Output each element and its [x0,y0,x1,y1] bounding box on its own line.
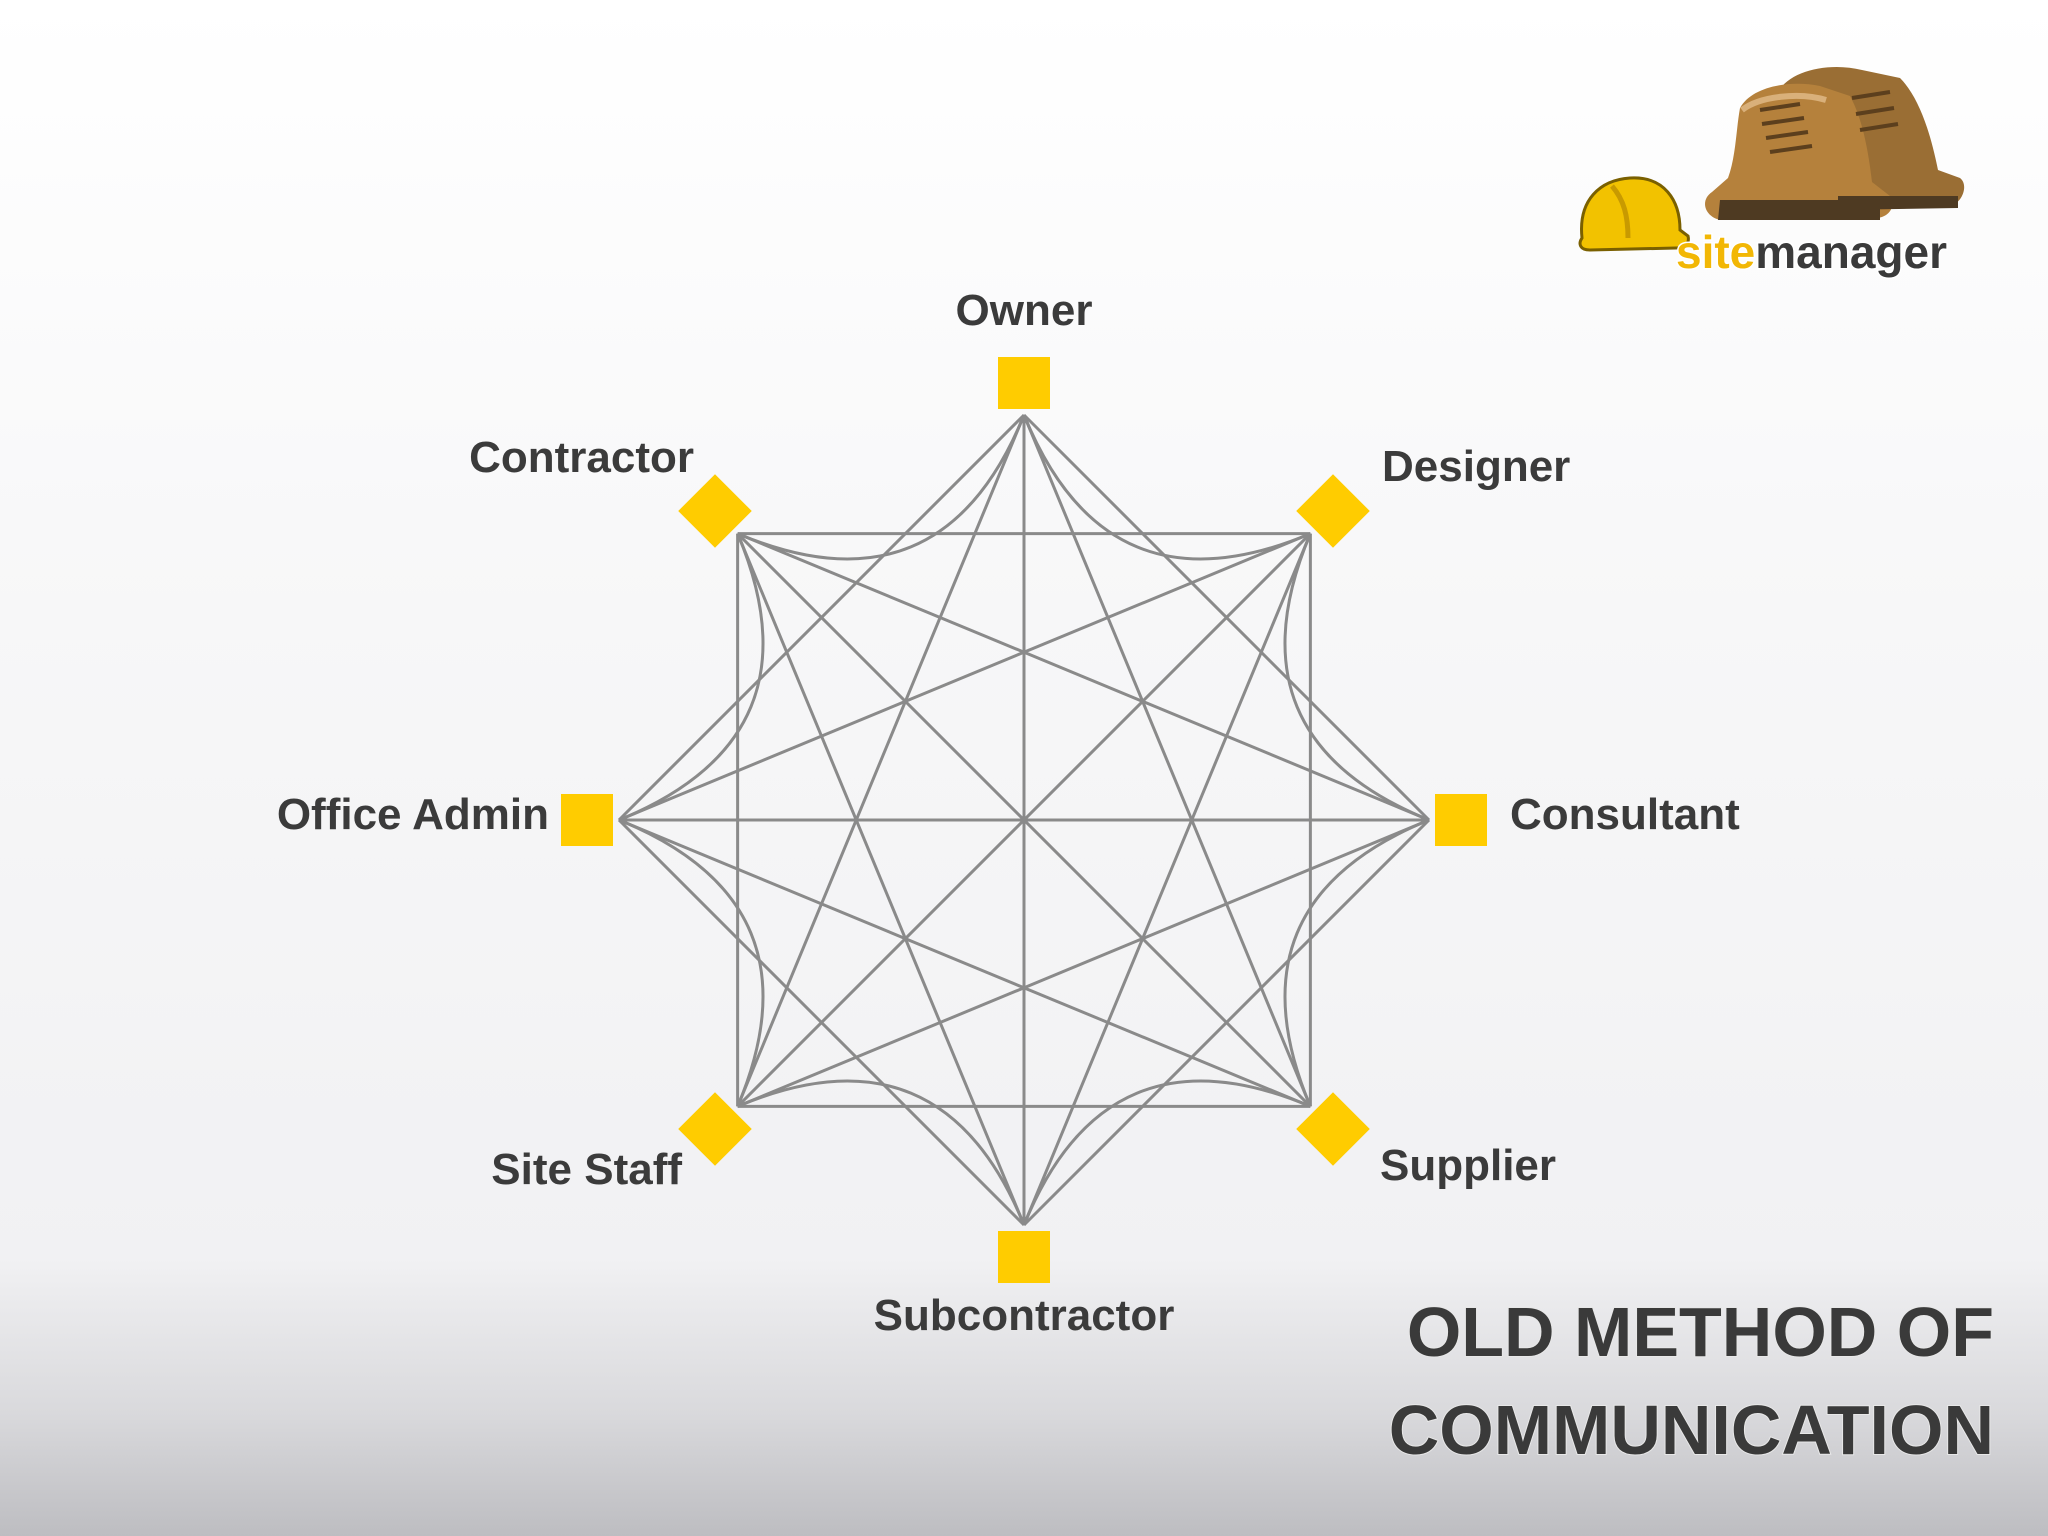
edge-subcontractor-office-admin [617,818,1026,1227]
label-office-admin: Office Admin [277,790,549,839]
node-owner [998,357,1050,409]
node-supplier [1296,1092,1370,1166]
edge-supplier-contractor [736,532,1312,1108]
node-consultant [1435,794,1487,846]
svg-text:sitemanager: sitemanager [1676,226,1947,278]
node-office-admin [561,794,613,846]
label-subcontractor: Subcontractor [874,1291,1175,1340]
edge-supplier-office-admin [618,818,1311,1108]
edge-consultant-contractor [737,532,1430,822]
label-site-staff: Site Staff [491,1145,682,1194]
stakeholder-nodes [561,357,1487,1283]
logo-word-manager: manager [1755,226,1947,278]
edge-designer-consultant [1283,533,1430,822]
edge-owner-supplier [1022,414,1312,1107]
stakeholder-labels: OwnerDesignerConsultantSupplierSubcontra… [277,286,1740,1340]
edge-subcontractor-contractor [736,533,1026,1226]
edge-site-staff-office-admin [618,818,765,1107]
label-supplier: Supplier [1380,1141,1556,1190]
edge-designer-subcontractor [1022,533,1312,1226]
label-owner: Owner [956,286,1093,335]
node-contractor [678,474,752,548]
label-contractor: Contractor [469,433,694,482]
edge-owner-contractor [737,414,1026,561]
edge-owner-designer [1022,414,1311,561]
edge-owner-site-staff [736,414,1026,1107]
edge-consultant-site-staff [737,818,1430,1108]
edge-designer-office-admin [618,532,1311,822]
hard-hat-icon [1578,176,1690,252]
title-line-1: OLD METHOD OF [1407,1293,1994,1371]
edge-consultant-supplier [1283,818,1430,1107]
edge-supplier-subcontractor [1022,1079,1311,1226]
sitemanager-logo: sitemanager [1578,66,1965,280]
node-site-staff [678,1092,752,1166]
label-consultant: Consultant [1510,790,1740,839]
logo-word-site: site [1676,226,1755,278]
work-boots-icon [1705,66,1965,220]
node-subcontractor [998,1231,1050,1283]
edge-subcontractor-site-staff [737,1079,1026,1226]
node-designer [1296,474,1370,548]
title-line-2: COMMUNICATION [1389,1391,1994,1469]
label-designer: Designer [1382,442,1570,491]
slide-title: OLD METHOD OF COMMUNICATION [1388,1292,1995,1470]
edge-office-admin-contractor [618,533,765,822]
connection-lines [617,413,1431,1227]
